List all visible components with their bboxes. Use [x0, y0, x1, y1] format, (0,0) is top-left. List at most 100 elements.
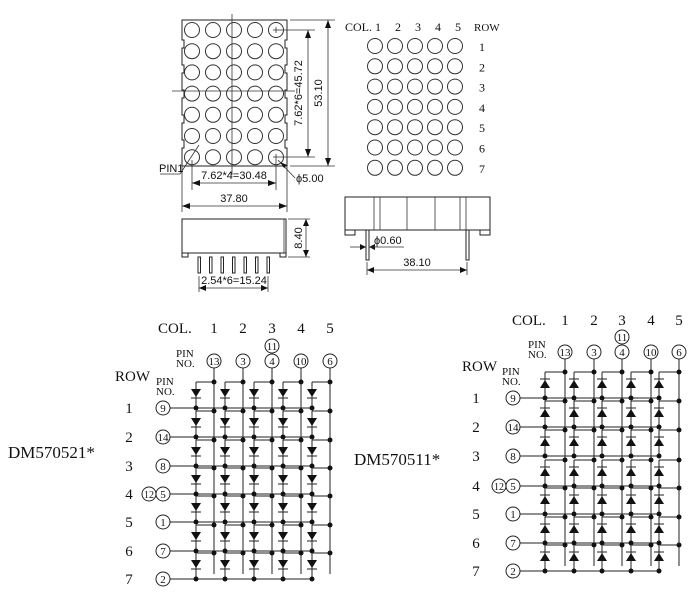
front-led: [247, 43, 263, 60]
col-number: 2: [590, 313, 598, 329]
led-diode-symbol: [654, 409, 664, 417]
junction-dot: [280, 519, 286, 525]
junction-dot: [628, 540, 634, 546]
junction-dot: [619, 485, 625, 491]
led-diode-symbol: [654, 496, 664, 504]
junction-dot: [676, 457, 682, 463]
junction-dot: [327, 408, 333, 414]
led-diode-symbol: [191, 418, 201, 426]
led-diode-symbol: [597, 525, 607, 533]
front-view: 7.62*6=45.72 53.10 7.62*4=30.48 37.80 PI…: [159, 14, 335, 212]
junction-dot: [269, 379, 275, 385]
row-pin-number: 14: [508, 422, 520, 434]
junction-dot: [599, 483, 605, 489]
junction-dot: [309, 519, 315, 525]
row-number: 6: [125, 544, 133, 560]
map-led: [387, 139, 403, 156]
map-led: [447, 58, 463, 75]
junction-dot: [222, 491, 228, 497]
junction-dot: [571, 568, 577, 574]
front-led: [184, 106, 200, 123]
junction-dot: [251, 519, 257, 525]
col-number: 3: [268, 321, 276, 337]
row-pin-number: 2: [160, 574, 166, 586]
map-col-label: COL.: [345, 20, 372, 34]
junction-dot: [211, 408, 217, 414]
pin-no-label: NO.: [502, 376, 521, 388]
junction-dot: [280, 548, 286, 554]
junction-dot: [269, 408, 275, 414]
row-number: 2: [472, 420, 480, 436]
junction-dot: [251, 463, 257, 469]
side-body: [181, 218, 287, 254]
col-pin-number: 4: [619, 347, 625, 359]
col-pin-number: 3: [591, 347, 597, 359]
front-led: [268, 43, 284, 60]
led-diode-symbol: [249, 532, 259, 540]
led-diode-symbol: [626, 438, 636, 446]
col3-extra-pin-number: 11: [267, 341, 278, 353]
junction-dot: [211, 379, 217, 385]
junction-dot: [676, 427, 682, 433]
map-col-number: 2: [395, 20, 401, 34]
junction-dot: [309, 491, 315, 497]
map-led: [367, 119, 383, 136]
led-diode-symbol: [654, 525, 664, 533]
junction-dot: [298, 408, 304, 414]
junction-dot: [562, 369, 568, 375]
row4-extra-pin-number: 12: [494, 482, 504, 493]
led-diode-symbol: [191, 447, 201, 455]
junction-dot: [298, 550, 304, 556]
map-led: [447, 78, 463, 95]
led-diode-symbol: [220, 418, 230, 426]
junction-dot: [193, 576, 199, 582]
junction-dot: [628, 568, 634, 574]
junction-dot: [571, 395, 577, 401]
junction-dot: [562, 398, 568, 404]
pin-no-label: NO.: [528, 349, 547, 361]
junction-dot: [648, 485, 654, 491]
junction-dot: [542, 511, 548, 517]
row-pin-number: 1: [160, 517, 166, 529]
led-diode-symbol: [278, 475, 288, 483]
map-led: [387, 58, 403, 75]
map-led: [427, 119, 443, 136]
col-number: 3: [618, 313, 626, 329]
row-pin-number: 8: [160, 461, 166, 473]
front-led: [226, 64, 242, 81]
led-diode-symbol: [569, 380, 579, 388]
row-number: 4: [125, 487, 133, 503]
junction-dot: [628, 483, 634, 489]
led-diode-symbol: [220, 389, 230, 397]
front-led: [226, 85, 242, 102]
junction-dot: [298, 522, 304, 528]
led-diode-symbol: [307, 447, 317, 455]
junction-dot: [280, 491, 286, 497]
junction-dot: [562, 514, 568, 520]
row-number: 2: [125, 430, 133, 446]
led-diode-symbol: [220, 503, 230, 511]
junction-dot: [628, 511, 634, 517]
map-led: [367, 58, 383, 75]
front-led: [205, 64, 221, 81]
led-diode-symbol: [540, 496, 550, 504]
row-number: 5: [125, 515, 133, 531]
junction-dot: [280, 434, 286, 440]
led-diode-symbol: [569, 409, 579, 417]
junction-dot: [562, 485, 568, 491]
row-number: 7: [472, 564, 480, 580]
led-diode-symbol: [569, 496, 579, 504]
led-diode-symbol: [569, 438, 579, 446]
bottom-view: ϕ0.60 38.10: [344, 196, 491, 275]
junction-dot: [676, 369, 682, 375]
led-diode-symbol: [278, 560, 288, 568]
side-pin: [209, 256, 213, 274]
row4-extra-pin-circle: [491, 478, 507, 494]
junction-dot: [676, 398, 682, 404]
row-pin-number: 7: [160, 546, 166, 558]
row-label: ROW: [462, 359, 498, 375]
led-diode-symbol: [220, 447, 230, 455]
